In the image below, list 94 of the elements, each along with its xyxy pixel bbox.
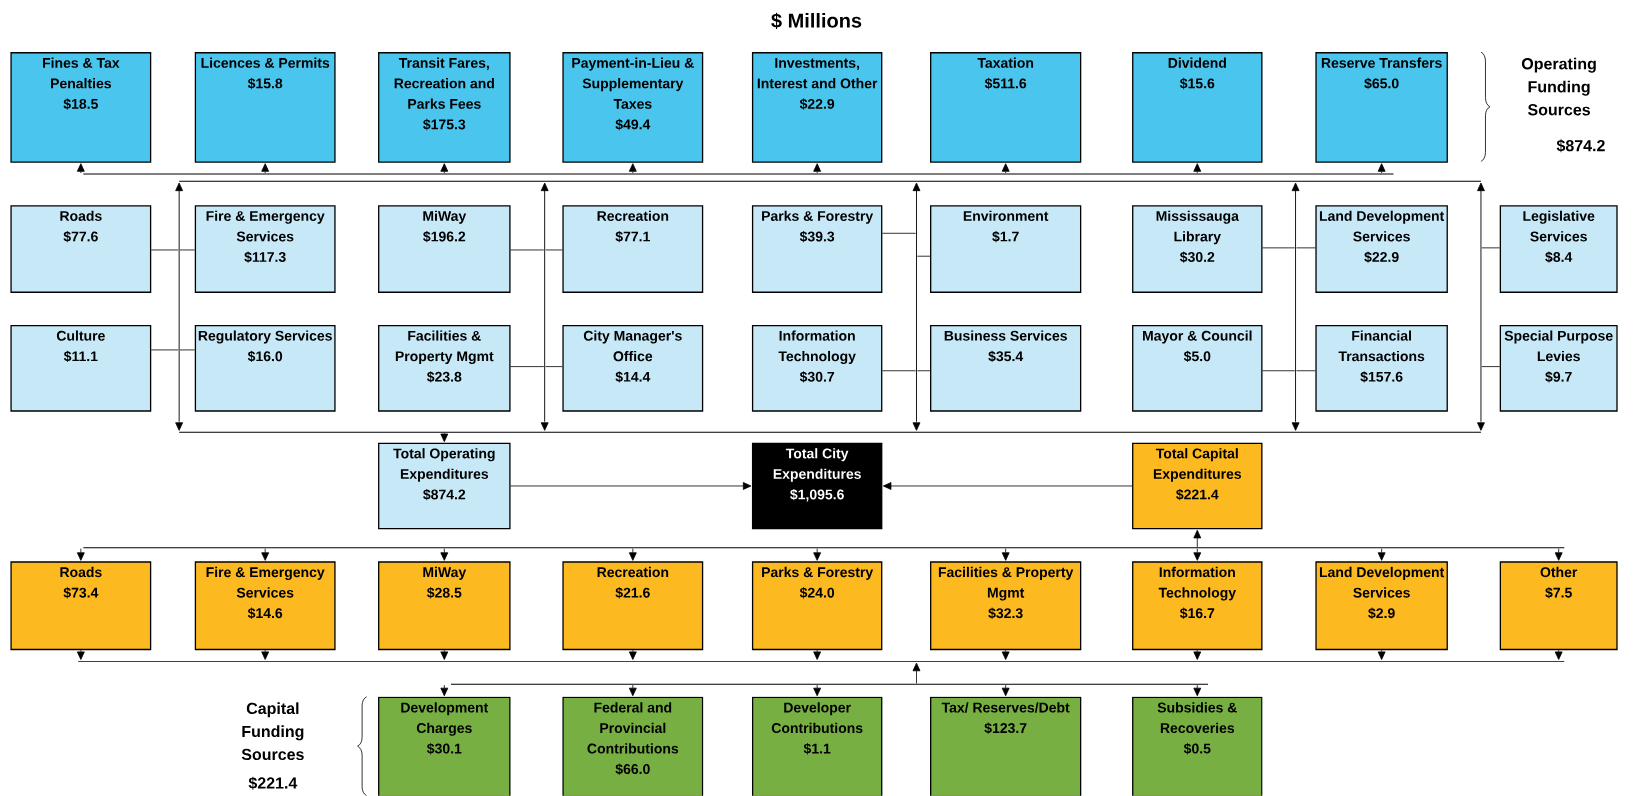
connector-arrow — [440, 649, 449, 661]
connector-arrow — [1554, 649, 1563, 661]
capital-box: MiWay $28.5 — [378, 561, 511, 651]
connector-arrow — [813, 649, 822, 661]
connector-arrow — [1193, 649, 1202, 661]
connector-arrow — [261, 163, 270, 174]
expenditure-box: Regulatory Services $16.0 — [194, 325, 336, 412]
expenditure-box: Facilities & Property Mgmt $23.8 — [378, 325, 511, 412]
connector-arrow — [175, 421, 183, 431]
connector-arrow — [440, 432, 449, 443]
connector-arrow — [1377, 548, 1386, 561]
funding-box: Licences & Permits $15.8 — [194, 52, 336, 163]
capital-box: Parks & Forestry $24.0 — [751, 561, 883, 651]
connector-arrow — [628, 548, 637, 561]
total-box: Total City Expenditures $1,095.6 — [751, 442, 883, 530]
expenditure-box: Mayor & Council $5.0 — [1132, 325, 1263, 412]
expenditure-box: Special Purpose Levies $9.7 — [1499, 325, 1618, 412]
expenditure-box: Information Technology $30.7 — [751, 325, 883, 412]
connector-arrow — [912, 182, 921, 192]
connector-arrow — [1477, 182, 1485, 192]
capital-box: Information Technology $16.7 — [1132, 561, 1263, 651]
connector-arrow — [76, 649, 85, 661]
expenditure-box: Recreation $77.1 — [562, 205, 704, 294]
expenditure-box: Business Services $35.4 — [930, 325, 1082, 412]
connector-arrow — [813, 163, 822, 174]
funding-box: Fines & Tax Penalties $18.5 — [10, 52, 152, 163]
expenditure-box: Environment $1.7 — [930, 205, 1082, 294]
title: $ Millions — [771, 12, 862, 30]
funding-box: Investments, Interest and Other $22.9 — [751, 52, 883, 163]
connector-arrow — [1193, 163, 1202, 174]
funding-box: Subsidies & Recoveries $0.5 — [1132, 696, 1263, 796]
expenditure-box: Financial Transactions $157.6 — [1315, 325, 1448, 412]
capital-box: Fire & Emergency Services $14.6 — [194, 561, 336, 651]
connector-arrow — [175, 182, 183, 192]
funding-box: Reserve Transfers $65.0 — [1315, 52, 1448, 163]
expenditure-box: Land Development Services $22.9 — [1315, 205, 1448, 294]
expenditure-box: Legislative Services $8.4 — [1499, 205, 1618, 294]
connector-arrow — [912, 421, 921, 431]
funding-box: Federal and Provincial Contributions $66.0 — [562, 696, 704, 796]
expenditure-box: Mississauga Library $30.2 — [1132, 205, 1263, 294]
connector-arrow — [1001, 548, 1010, 561]
connector-arrow — [440, 163, 449, 174]
group-label: Capital Funding Sources — [241, 702, 304, 761]
funding-box: Payment-in-Lieu & Supplementary Taxes $49.4 — [562, 52, 704, 163]
capital-box: Total Capital Expenditures $221.4 — [1132, 442, 1263, 530]
funding-box: Developer Contributions $1.1 — [751, 696, 883, 796]
connector-arrow — [1377, 649, 1386, 661]
connector-arrow — [1193, 684, 1202, 697]
connector-arrow — [440, 684, 449, 697]
connector-arrow — [882, 482, 1133, 490]
funding-box: Development Charges $30.1 — [378, 696, 511, 796]
connector-arrow — [1477, 421, 1485, 431]
expenditure-box: City Manager's Office $14.4 — [562, 325, 704, 412]
funding-box: Transit Fares, Recreation and Parks Fees $175.3 — [378, 52, 511, 163]
expenditure-box: Fire & Emergency Services $117.3 — [194, 205, 336, 294]
connector-arrow — [76, 163, 85, 174]
funding-box: Tax/ Reserves/Debt $123.7 — [930, 696, 1082, 796]
expenditure-box: Roads $77.6 — [10, 205, 152, 294]
capital-box: Recreation $21.6 — [562, 561, 704, 651]
connector-arrow — [813, 684, 822, 697]
connector-arrow — [1001, 163, 1010, 174]
capital-box: Roads $73.4 — [10, 561, 152, 651]
funding-box: Taxation $511.6 — [930, 52, 1082, 163]
capital-box: Facilities & Property Mgmt $32.3 — [930, 561, 1082, 651]
funding-box: Dividend $15.6 — [1132, 52, 1263, 163]
connector-arrow — [1291, 421, 1300, 431]
connector-arrow — [912, 662, 921, 684]
connector-arrow — [628, 684, 637, 697]
expenditure-box: Parks & Forestry $39.3 — [751, 205, 883, 294]
connector-arrow — [1001, 684, 1010, 697]
connector-arrow — [1554, 548, 1563, 561]
expenditure-box: Total Operating Expenditures $874.2 — [378, 442, 511, 530]
connector-arrow — [1193, 548, 1202, 561]
expenditure-box: MiWay $196.2 — [378, 205, 511, 294]
connector-arrow — [440, 548, 449, 561]
connector-arrow — [813, 548, 822, 561]
capital-box: Other $7.5 — [1499, 561, 1618, 651]
connector-arrow — [1377, 163, 1386, 174]
connector-arrow — [261, 649, 270, 661]
connector-arrow — [628, 649, 637, 661]
connector-arrow — [510, 482, 752, 490]
connector-arrow — [1193, 530, 1202, 548]
connector-arrow — [1291, 182, 1300, 192]
capital-box: Land Development Services $2.9 — [1315, 561, 1448, 651]
expenditure-box: Culture $11.1 — [10, 325, 152, 412]
connector-arrow — [540, 421, 549, 431]
connector-arrow — [76, 548, 85, 561]
connector-arrow — [1001, 649, 1010, 661]
connector-arrow — [540, 182, 549, 192]
group-label: Operating Funding Sources — [1521, 57, 1596, 116]
connector-arrow — [628, 163, 637, 174]
group-label: $221.4 — [248, 776, 298, 790]
connector-arrow — [261, 548, 270, 561]
group-label: $874.2 — [1556, 139, 1605, 153]
